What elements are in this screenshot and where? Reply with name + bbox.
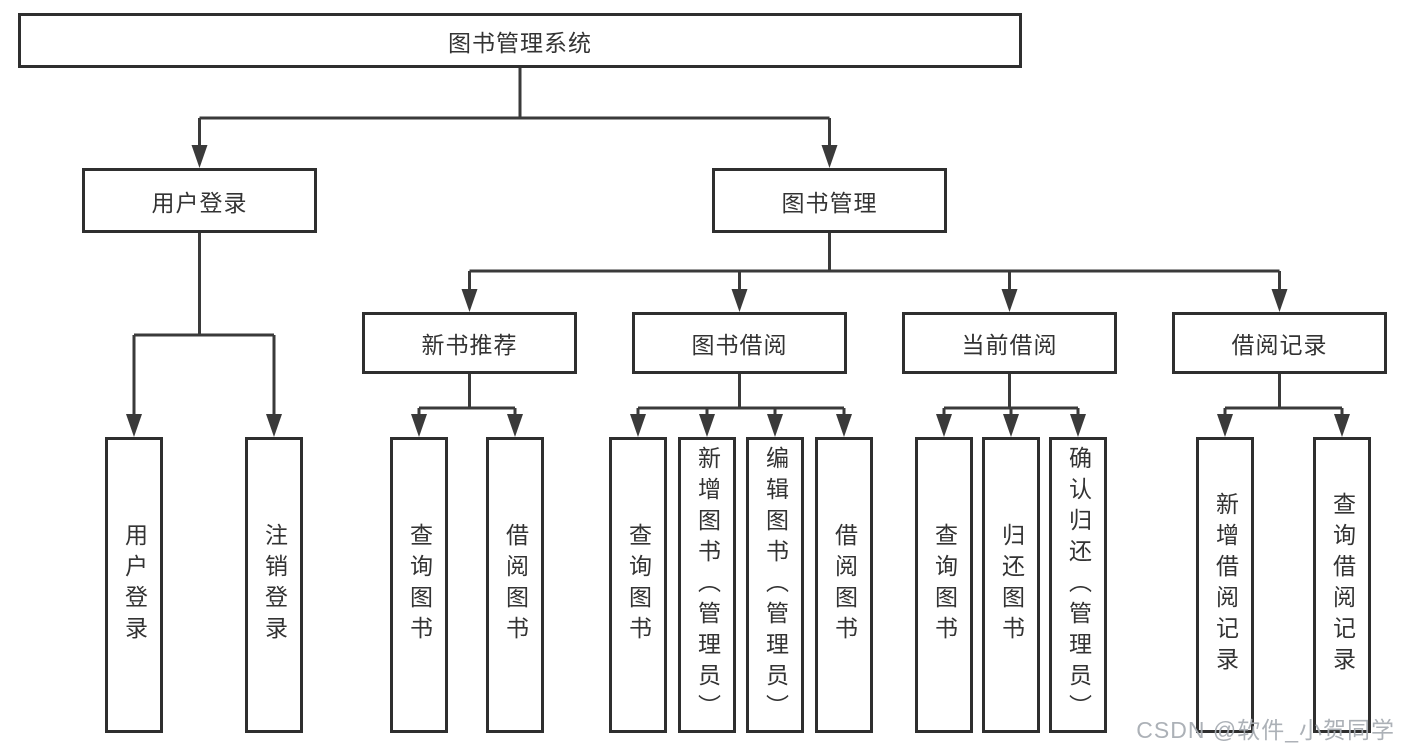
arrow-down-icon	[1271, 289, 1288, 312]
node-label: 查询借阅记录	[1329, 492, 1356, 678]
node-query-books-recommend: 查询图书	[390, 437, 448, 733]
arrowheads	[126, 145, 1350, 437]
node-label: 图书管理系统	[448, 29, 592, 56]
arrow-down-icon	[266, 414, 282, 437]
arrow-down-icon	[191, 145, 208, 168]
node-label: 用户登录	[121, 523, 148, 647]
node-label: 确认归还（管理员）	[1065, 445, 1092, 725]
node-add-borrow-record: 新增借阅记录	[1196, 437, 1254, 733]
node-label: 归还图书	[998, 523, 1025, 647]
arrow-down-icon	[1001, 289, 1018, 312]
node-label: 查询图书	[931, 523, 958, 647]
node-book-borrowing: 图书借阅	[632, 312, 847, 374]
node-label: 新增借阅记录	[1212, 492, 1239, 678]
arrow-down-icon	[1334, 414, 1350, 437]
node-user-login-leaf: 用户登录	[105, 437, 163, 733]
node-query-books-borrowing: 查询图书	[609, 437, 667, 733]
node-label: 注销登录	[261, 523, 288, 647]
node-label: 借阅图书	[831, 523, 858, 647]
node-current-borrowing: 当前借阅	[902, 312, 1117, 374]
node-label: 编辑图书（管理员）	[762, 445, 789, 725]
node-add-book-admin: 新增图书（管理员）	[678, 437, 736, 733]
arrow-down-icon	[630, 414, 646, 437]
node-borrow-books-recommend: 借阅图书	[486, 437, 544, 733]
arrow-down-icon	[821, 145, 838, 168]
node-label: 新书推荐	[421, 332, 518, 358]
node-borrow-books-borrowing: 借阅图书	[815, 437, 873, 733]
arrow-down-icon	[1217, 414, 1233, 437]
node-query-books-current: 查询图书	[915, 437, 973, 733]
arrow-down-icon	[1003, 414, 1019, 437]
node-label: 借阅图书	[502, 523, 529, 647]
node-library-management-system: 图书管理系统	[18, 13, 1022, 68]
arrow-down-icon	[699, 414, 715, 437]
node-logout: 注销登录	[245, 437, 303, 733]
node-user-login: 用户登录	[82, 168, 317, 233]
node-label: 图书借阅	[691, 332, 788, 358]
node-edit-book-admin: 编辑图书（管理员）	[746, 437, 804, 733]
arrow-down-icon	[731, 289, 748, 312]
arrow-down-icon	[411, 414, 427, 437]
arrow-down-icon	[507, 414, 523, 437]
node-label: 查询图书	[625, 523, 652, 647]
watermark: CSDN @软件_小贺同学	[1136, 717, 1395, 743]
arrow-down-icon	[836, 414, 852, 437]
arrow-down-icon	[126, 414, 142, 437]
arrow-down-icon	[1070, 414, 1086, 437]
node-label: 用户登录	[151, 189, 248, 216]
node-query-borrow-record: 查询借阅记录	[1313, 437, 1371, 733]
node-borrowing-records: 借阅记录	[1172, 312, 1387, 374]
arrow-down-icon	[936, 414, 952, 437]
arrow-down-icon	[767, 414, 783, 437]
node-label: 图书管理	[781, 189, 878, 216]
arrow-down-icon	[461, 289, 478, 312]
node-confirm-return-admin: 确认归还（管理员）	[1049, 437, 1107, 733]
node-return-books: 归还图书	[982, 437, 1040, 733]
node-label: 当前借阅	[961, 332, 1058, 358]
node-label: 新增图书（管理员）	[694, 445, 721, 725]
node-book-management: 图书管理	[712, 168, 947, 233]
node-label: 借阅记录	[1231, 332, 1328, 358]
node-new-book-recommendation: 新书推荐	[362, 312, 577, 374]
node-label: 查询图书	[406, 523, 433, 647]
